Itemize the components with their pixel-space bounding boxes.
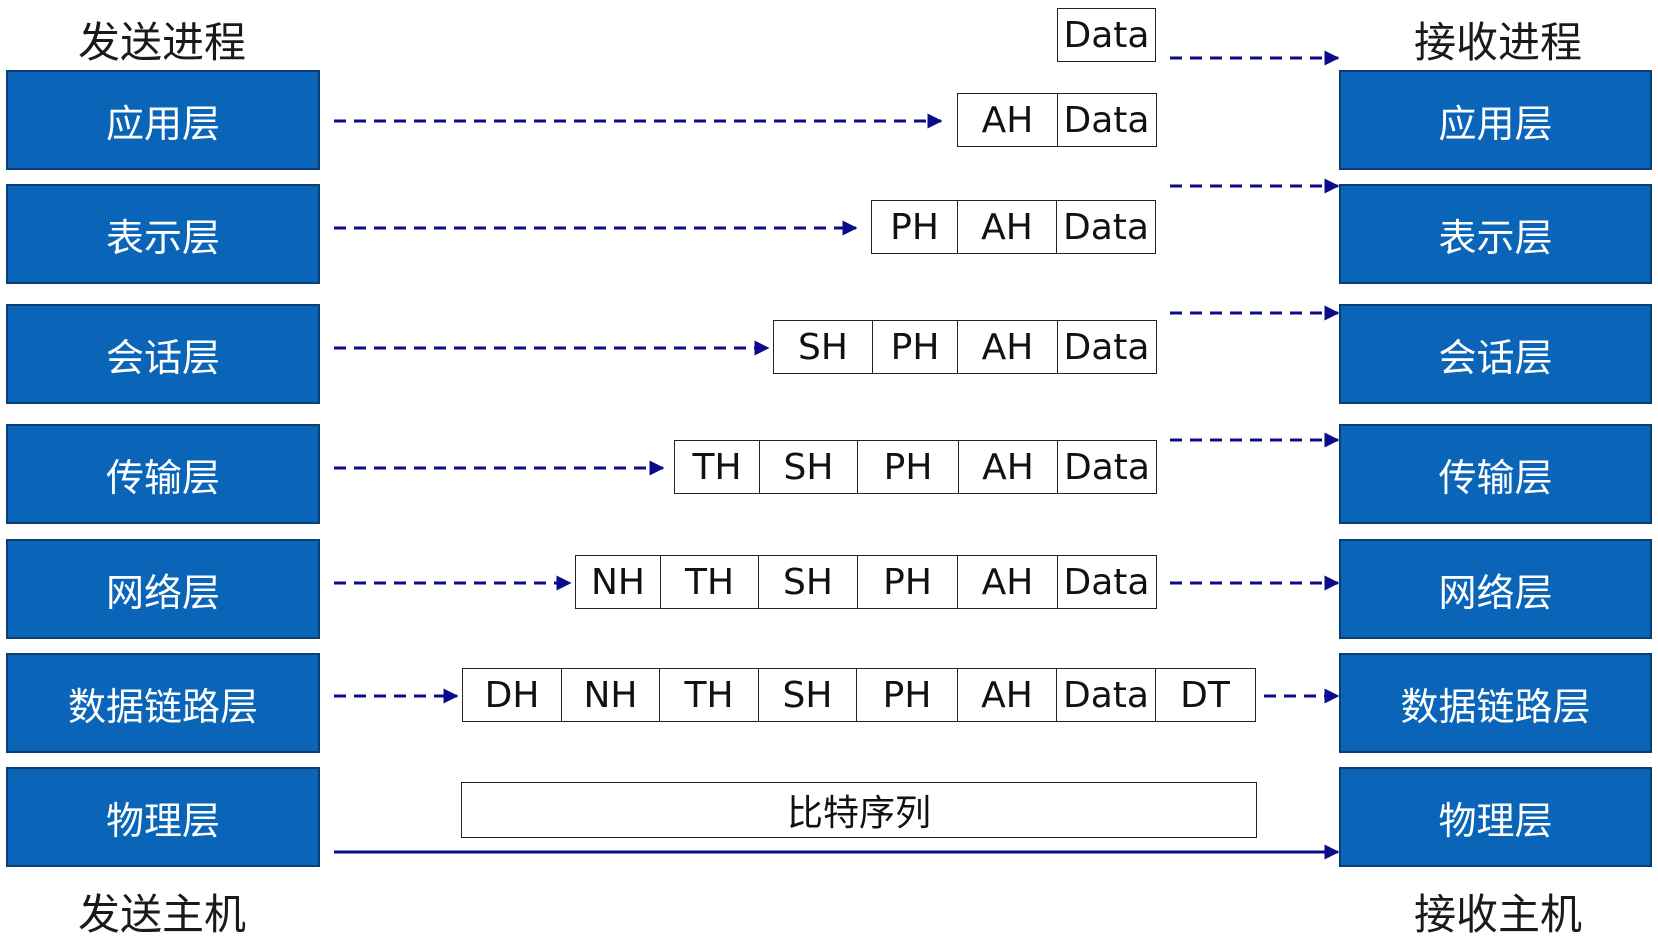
- pdu-segment-nh: NH: [575, 555, 661, 609]
- recv-process-caption: 接收进程: [1414, 18, 1583, 67]
- pdu-segment-dt: DT: [1154, 668, 1256, 722]
- pdu-datalink: DH NH TH SH PH AH Data DT: [462, 668, 1256, 722]
- pdu-session: SH PH AH Data: [773, 320, 1157, 374]
- pdu-segment-ah: AH: [957, 320, 1058, 374]
- pdu-segment-th: TH: [674, 440, 760, 494]
- pdu-segment-data: Data: [1056, 555, 1157, 609]
- pdu-segment-ah: AH: [957, 93, 1058, 147]
- pdu-segment-ph: PH: [871, 320, 959, 374]
- pdu-segment-ph: PH: [871, 200, 958, 254]
- recv-host-caption: 接收主机: [1414, 890, 1583, 939]
- pdu-segment-ah: AH: [957, 555, 1058, 609]
- receiver-layer-session: 会话层: [1339, 304, 1652, 404]
- bitstream-box: 比特序列: [461, 782, 1257, 838]
- pdu-segment-data: Data: [1056, 200, 1156, 254]
- sender-layer-transport: 传输层: [6, 424, 320, 524]
- pdu-segment-ph: PH: [857, 440, 959, 494]
- pdu-segment-ah: AH: [957, 440, 1059, 494]
- pdu-segment-data: Data: [1056, 93, 1157, 147]
- sender-layer-session: 会话层: [6, 304, 320, 404]
- pdu-application: AH Data: [957, 93, 1157, 147]
- pdu-segment-data: Data: [1057, 8, 1156, 62]
- sender-layer-physical: 物理层: [6, 767, 320, 867]
- send-process-caption: 发送进程: [78, 18, 247, 67]
- pdu-segment-dh: DH: [462, 668, 562, 722]
- pdu-segment-ph: PH: [856, 555, 959, 609]
- sender-layer-datalink: 数据链路层: [6, 653, 320, 753]
- sender-layer-presentation: 表示层: [6, 184, 320, 284]
- sender-layer-network: 网络层: [6, 539, 320, 639]
- pdu-presentation: PH AH Data: [871, 200, 1156, 254]
- pdu-segment-sh: SH: [758, 440, 859, 494]
- receiver-layer-datalink: 数据链路层: [1339, 653, 1652, 753]
- send-host-caption: 发送主机: [78, 890, 247, 939]
- pdu-segment-data: Data: [1057, 440, 1157, 494]
- pdu-segment-sh: SH: [757, 668, 858, 722]
- pdu-segment-th: TH: [659, 668, 759, 722]
- receiver-layer-presentation: 表示层: [1339, 184, 1652, 284]
- receiver-layer-transport: 传输层: [1339, 424, 1652, 524]
- sender-layer-application: 应用层: [6, 70, 320, 170]
- pdu-network: NH TH SH PH AH Data: [575, 555, 1157, 609]
- receiver-layer-physical: 物理层: [1339, 767, 1652, 867]
- pdu-segment-ph: PH: [856, 668, 958, 722]
- pdu-segment-ah: AH: [956, 200, 1058, 254]
- pdu-segment-sh: SH: [773, 320, 873, 374]
- receiver-layer-application: 应用层: [1339, 70, 1652, 170]
- pdu-segment-ah: AH: [956, 668, 1058, 722]
- top-data-box: Data: [1057, 8, 1156, 62]
- pdu-segment-nh: NH: [560, 668, 661, 722]
- pdu-segment-data: Data: [1056, 668, 1156, 722]
- pdu-segment-th: TH: [659, 555, 760, 609]
- pdu-segment-sh: SH: [758, 555, 858, 609]
- pdu-segment-data: Data: [1056, 320, 1157, 374]
- pdu-transport: TH SH PH AH Data: [674, 440, 1157, 494]
- receiver-layer-network: 网络层: [1339, 539, 1652, 639]
